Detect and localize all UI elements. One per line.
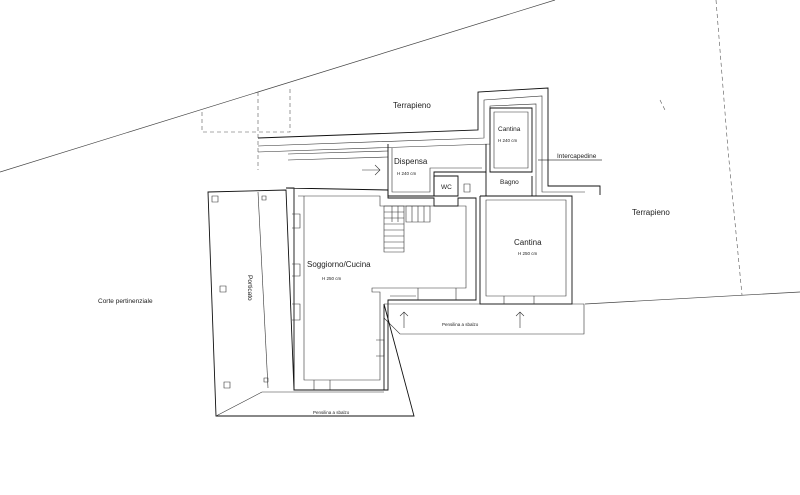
staircase	[383, 205, 431, 253]
label-wc: WC	[441, 184, 452, 191]
house-inner-wall	[298, 195, 467, 381]
stair-detail	[405, 205, 431, 223]
pensilina-arrow-1	[399, 311, 409, 328]
porticato-pillars	[211, 195, 269, 389]
upper-cantina-inner	[493, 111, 529, 169]
label-dispensa: Dispensa	[394, 157, 428, 166]
label-cantina: Cantina	[514, 238, 542, 247]
house-outer-wall	[285, 187, 477, 391]
corridor-line-2	[287, 156, 389, 161]
pensilina-arrow-2	[515, 311, 525, 328]
dispensa-inner	[391, 148, 482, 193]
label-porticato: Porticato	[246, 275, 253, 301]
dashed-boundary-mid	[659, 99, 666, 111]
label-cantina-top: Cantina	[498, 126, 521, 133]
service-rooms	[362, 144, 533, 197]
label-dispensa-h: H 240 cm	[397, 171, 417, 176]
upper-cantina-room	[489, 107, 533, 173]
label-bagno: Bagno	[500, 179, 519, 186]
upper-cantina-walls	[489, 107, 533, 173]
label-pensilina-right: Pensilina a sbalzo	[442, 322, 479, 327]
dashed-old-wall	[201, 88, 291, 133]
label-pensilina-bottom: Pensilina a sbalzo	[313, 410, 350, 415]
retaining-wall-outer	[257, 87, 601, 195]
door-arrow-dispensa	[362, 164, 381, 176]
wc-fixture	[463, 183, 471, 193]
labels: Terrapieno Terrapieno Intercapedine Cant…	[98, 101, 670, 415]
right-cantina-marks	[503, 296, 535, 304]
label-soggiorno: Soggiorno/Cucina	[307, 260, 371, 269]
label-corte: Corte pertinenziale	[98, 298, 153, 305]
retaining-wall-inner-2	[257, 103, 537, 196]
label-terrapieno-top: Terrapieno	[393, 101, 431, 110]
retaining-wall-inner	[257, 95, 585, 193]
corridor-line-1	[287, 150, 389, 155]
porticato-roof-line	[215, 391, 384, 417]
porticato-outline	[207, 189, 415, 417]
stair-steps	[384, 206, 404, 249]
right-cantina-outer	[479, 195, 573, 305]
dispensa-walls	[387, 144, 487, 197]
pensilina-right-outline	[383, 303, 585, 335]
lower-boundary-line	[584, 291, 800, 305]
wc-walls	[433, 175, 459, 197]
label-cantina-h: H 250 cm	[518, 251, 538, 256]
dashed-boundary-right	[715, 0, 743, 296]
label-cantina-top-h: H 240 cm	[498, 138, 518, 143]
upper-boundary-line	[0, 0, 556, 173]
house-window-marks	[292, 213, 457, 391]
porticato-area	[207, 189, 415, 417]
site-lines	[0, 0, 800, 305]
stair-outline	[383, 205, 405, 253]
retaining-wall	[257, 87, 601, 196]
pensilina-right	[383, 303, 585, 335]
porticato-inner-line	[257, 191, 269, 389]
label-intercapedine: Intercapedine	[557, 153, 597, 160]
right-cantina-room	[479, 195, 573, 305]
label-terrapieno-right: Terrapieno	[632, 208, 670, 217]
label-soggiorno-h: H 250 cm	[322, 276, 342, 281]
main-house	[285, 187, 477, 391]
right-cantina-inner	[485, 199, 567, 297]
